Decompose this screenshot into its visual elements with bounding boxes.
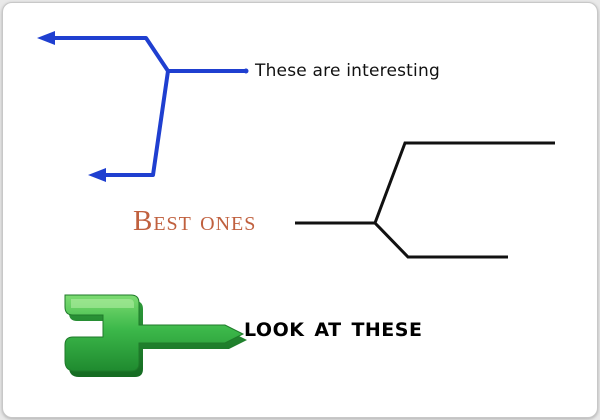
blue-arrowhead-lower [88,168,106,182]
label-best-ones: Best ones [133,205,257,237]
branching-arrow-icon [37,31,249,182]
connector-diagram [37,31,555,377]
bracket-connector-icon [295,141,555,259]
blue-arrowhead-upper [37,31,55,45]
blue-arrow-tail-dot [243,68,249,74]
black-bracket-arms [373,141,555,259]
label-these-are-interesting: These are interesting [255,61,440,81]
label-look-at-these: look at these [244,312,423,343]
blue-arrow-lower-branch [103,70,170,177]
green-bracket-highlight [71,299,134,308]
blue-arrow-upper-branch [51,36,246,73]
3d-bracket-arrow-icon [64,294,247,377]
green-bracket-face [64,294,245,372]
